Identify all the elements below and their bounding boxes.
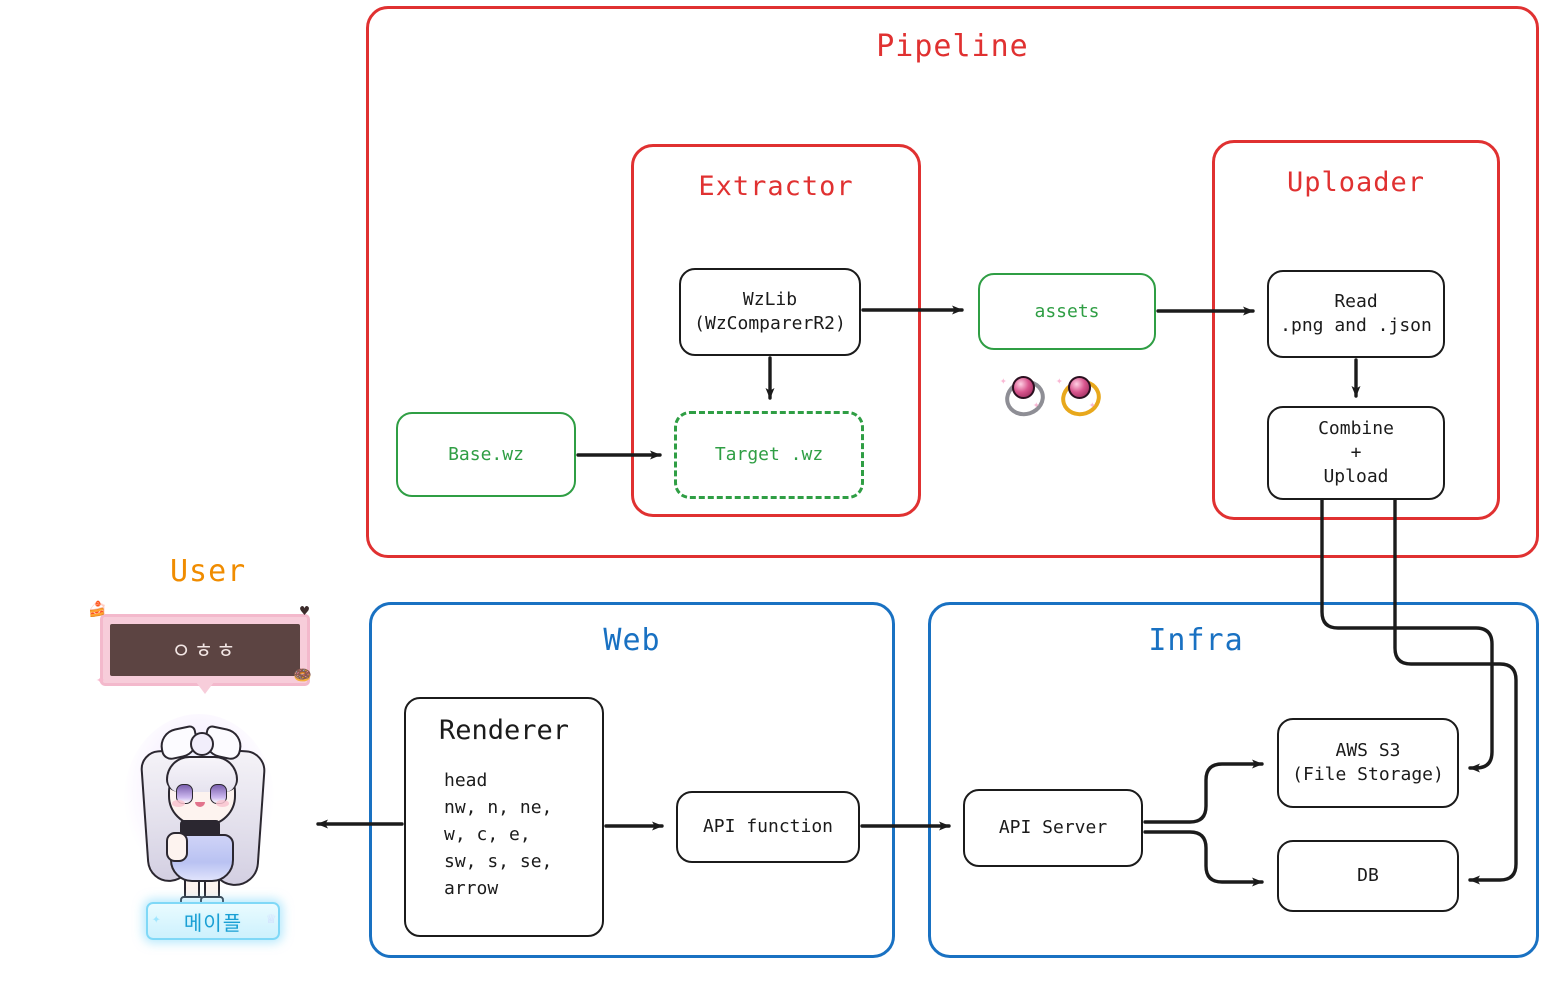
- sparkle-left-icon: ✦: [152, 911, 161, 927]
- node-combine-upload[interactable]: Combine + Upload: [1267, 406, 1445, 500]
- donut-icon: 🍩: [293, 666, 312, 684]
- nametag: 메이플 ✦ ♕: [146, 902, 280, 940]
- chat-bubble-text: ㅇㅎㅎ: [110, 624, 300, 676]
- node-assets-label: assets: [1034, 300, 1100, 322]
- node-api-function-label: API function: [702, 816, 834, 838]
- ring-item-silver-icon: ✦ ✦: [1000, 372, 1050, 422]
- group-pipeline: Pipeline: [366, 6, 1539, 558]
- node-target-wz-label: Target .wz: [714, 444, 824, 466]
- node-read-label: Read .png and .json: [1280, 291, 1432, 336]
- node-aws-s3-label: AWS S3 (File Storage): [1292, 740, 1444, 785]
- chat-bubble: ㅇㅎㅎ 🍰 ♥ 🍩 ✦: [88, 602, 312, 694]
- sparkle-icon: ✦: [96, 670, 106, 688]
- group-pipeline-title: Pipeline: [876, 29, 1029, 64]
- nametag-label: 메이플: [183, 910, 243, 935]
- group-infra-title: Infra: [1148, 623, 1244, 658]
- node-combine-upload-label: Combine + Upload: [1318, 418, 1394, 487]
- group-extractor-title: Extractor: [698, 171, 854, 202]
- node-db-label: DB: [1357, 865, 1379, 887]
- group-uploader-title: Uploader: [1286, 167, 1426, 198]
- heart-icon: ♥: [300, 602, 310, 620]
- node-api-server-label: API Server: [998, 817, 1108, 839]
- node-wzlib-label: WzLib (WzComparerR2): [694, 289, 846, 334]
- node-read[interactable]: Read .png and .json: [1267, 270, 1445, 358]
- group-infra: Infra: [928, 602, 1539, 958]
- node-assets[interactable]: assets: [978, 273, 1156, 350]
- node-renderer-title: Renderer: [438, 715, 570, 746]
- node-renderer-parts: head nw, n, ne, w, c, e, sw, s, se, arro…: [444, 769, 553, 899]
- node-aws-s3[interactable]: AWS S3 (File Storage): [1277, 718, 1459, 808]
- cake-icon: 🍰: [88, 600, 107, 618]
- avatar: [122, 710, 282, 910]
- node-base-wz-label: Base.wz: [448, 443, 524, 465]
- node-target-wz[interactable]: Target .wz: [674, 411, 864, 499]
- crown-icon: ♕: [266, 908, 276, 927]
- user-cluster: User ㅇㅎㅎ 🍰 ♥ 🍩 ✦: [80, 550, 370, 980]
- node-api-server[interactable]: API Server: [963, 789, 1143, 867]
- node-renderer[interactable]: Renderer head nw, n, ne, w, c, e, sw, s,…: [404, 697, 604, 937]
- group-web-title: Web: [603, 623, 661, 658]
- node-wzlib[interactable]: WzLib (WzComparerR2): [679, 268, 861, 356]
- user-title: User: [170, 554, 247, 589]
- node-base-wz[interactable]: Base.wz: [396, 412, 576, 497]
- ring-item-gold-icon: ✦ ✦: [1056, 372, 1106, 422]
- group-extractor: Extractor: [631, 144, 921, 517]
- chat-bubble-tail: [196, 682, 214, 694]
- node-api-function[interactable]: API function: [676, 791, 860, 863]
- node-db[interactable]: DB: [1277, 840, 1459, 912]
- group-web: Web: [369, 602, 895, 958]
